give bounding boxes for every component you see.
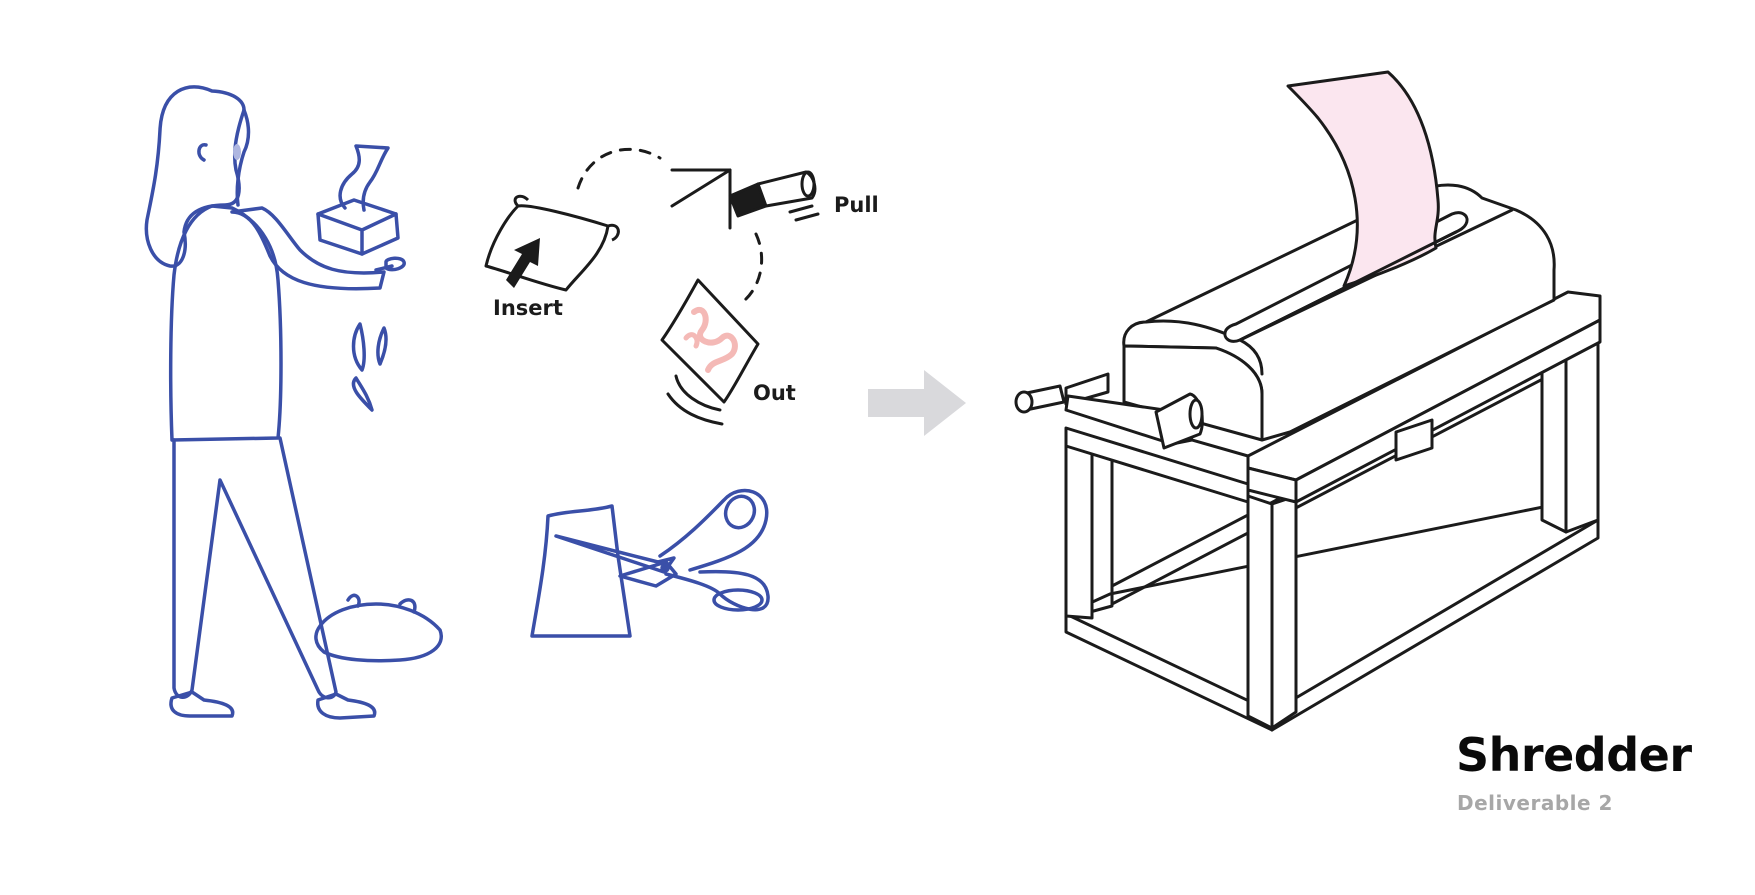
scissor-blade-2 <box>618 560 678 588</box>
cut-paper-sheet <box>530 504 632 638</box>
insert-step: Insert <box>484 194 620 320</box>
frame-bottom-back <box>1064 502 1600 616</box>
woman-torso <box>168 204 283 442</box>
falling-shred-2 <box>376 326 388 366</box>
shredder-machine-illustration <box>1014 183 1602 732</box>
frame-leg-front-center <box>1246 494 1274 730</box>
scissor-handle-top <box>658 488 769 572</box>
shred-pile-curl <box>346 593 417 614</box>
frame-leg-front-center-side <box>1270 494 1298 730</box>
hand-shredder-paper-in <box>338 144 390 212</box>
page-title: Shredder <box>1456 728 1692 782</box>
shredder-body-front <box>1122 344 1264 442</box>
pull-label: Pull <box>834 193 879 217</box>
scissor-pivot <box>660 563 670 573</box>
shredded-paper-icon <box>660 278 760 426</box>
woman-hair <box>144 85 246 268</box>
out-step: Out <box>660 278 796 426</box>
falling-shred-3 <box>351 376 374 412</box>
right-arrow-icon <box>868 370 966 436</box>
crank-handle-icon <box>670 168 820 230</box>
scissor-blade-1 <box>554 534 676 574</box>
frame-leg-front-left <box>1064 442 1094 620</box>
woman-cheek <box>233 144 241 160</box>
scissor-handle-bottom <box>664 569 770 612</box>
shred-pile <box>314 602 443 663</box>
pull-step: Pull <box>670 168 879 230</box>
woman-arm <box>230 206 386 291</box>
frame-top-front-rail <box>1064 426 1250 504</box>
insert-label: Insert <box>493 296 563 320</box>
dashed-path-1 <box>576 147 662 190</box>
crank-handle-end <box>1014 390 1034 414</box>
woman-face <box>235 108 251 207</box>
scissor-ring-top <box>723 494 757 530</box>
shredder-paper <box>1286 70 1440 288</box>
hand-shredder-crank <box>374 256 406 272</box>
dashed-path-2 <box>738 232 764 306</box>
woman-ear <box>197 143 208 162</box>
falling-shred-1 <box>351 322 366 372</box>
scissors-cutting-paper-icon <box>530 488 770 638</box>
woman-shoe-right <box>316 692 377 720</box>
out-label: Out <box>753 381 796 405</box>
paper-slot-front-edge <box>1238 230 1458 342</box>
woman-shoe-left <box>169 690 235 718</box>
woman-with-shredder-illustration <box>144 85 443 720</box>
paper-sheet-icon <box>484 194 620 292</box>
woman-leg-left <box>172 436 338 700</box>
hand-shredder-box <box>316 198 400 256</box>
scissor-ring-bottom <box>712 588 764 612</box>
hand-shredder-top <box>316 212 398 256</box>
crank-roller-cap <box>1188 398 1204 430</box>
body-support-block <box>1394 418 1434 462</box>
frame-top-right-rail-face <box>1294 318 1602 504</box>
insert-arrow-icon <box>506 238 540 288</box>
page-subtitle: Deliverable 2 <box>1457 791 1613 815</box>
frame-bottom-left <box>1064 612 1274 732</box>
